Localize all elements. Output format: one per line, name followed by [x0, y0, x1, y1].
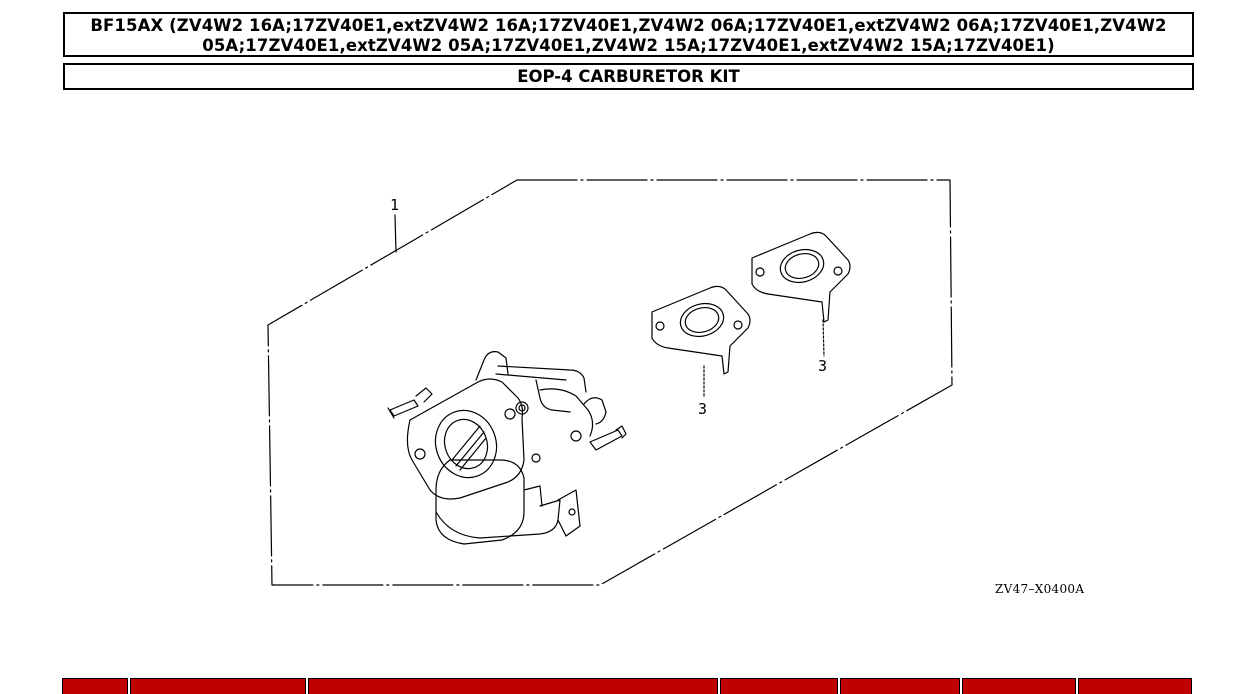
table-header-cell — [840, 678, 960, 694]
drawing-code: ZV47–X0400A — [995, 582, 1085, 596]
table-header-cell — [1078, 678, 1192, 694]
table-header-cell — [62, 678, 128, 694]
exploded-view-drawing — [267, 179, 953, 586]
section-title: EOP-4 CARBURETOR KIT — [63, 63, 1194, 90]
table-header-cell — [130, 678, 306, 694]
table-header-cell — [720, 678, 838, 694]
callout-gasket-front: 3 — [698, 400, 708, 418]
table-header-cell — [308, 678, 718, 694]
callout-gasket-back: 3 — [818, 357, 828, 375]
parts-diagram: 1 3 3 — [240, 160, 1140, 610]
model-title: BF15AX (ZV4W2 16A;17ZV40E1,extZV4W2 16A;… — [63, 12, 1194, 57]
parts-table-header — [62, 678, 1196, 694]
callout-carburetor: 1 — [390, 196, 400, 214]
table-header-cell — [962, 678, 1076, 694]
